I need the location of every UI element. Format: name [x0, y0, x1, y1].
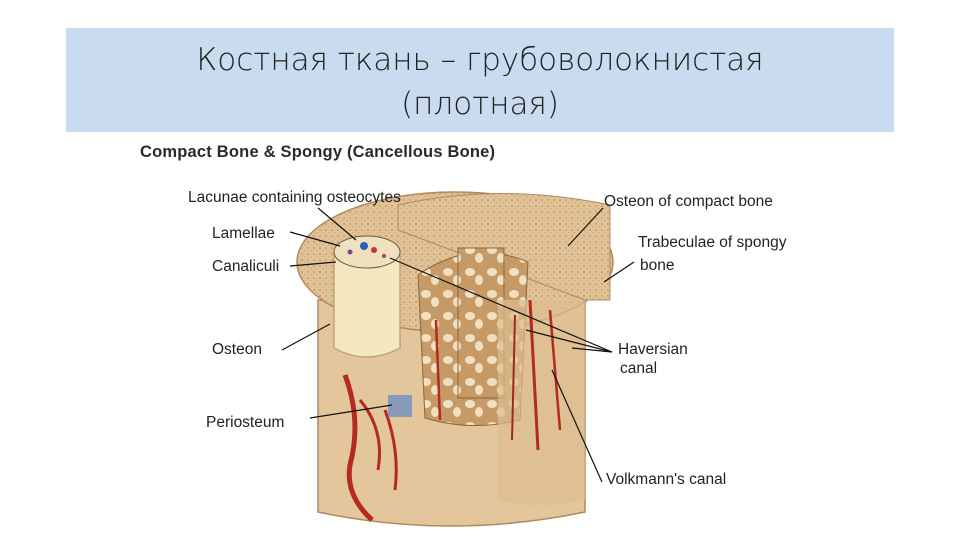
haversian-vein [360, 242, 368, 250]
periosteum-patch [388, 395, 412, 417]
label-haversian-line2: canal [620, 360, 658, 377]
label-periosteum: Periosteum [206, 414, 285, 431]
leader-lines [281, 207, 635, 483]
osteon-cylinder [333, 251, 401, 358]
cut-face [498, 300, 585, 505]
label-haversian-line1: Haversian [618, 341, 688, 358]
spongy-column [457, 247, 505, 399]
label-trabeculae-line2: bone [640, 257, 675, 274]
label-canaliculi: Canaliculi [212, 258, 280, 275]
bone-upper-section [397, 193, 611, 301]
label-volkmann: Volkmann's canal [606, 471, 727, 488]
title-band: Костная ткань – грубоволокнистая (плотна… [66, 28, 894, 132]
label-trabeculae-line1: Trabeculae of spongy [638, 234, 787, 251]
vessel-haversian [528, 299, 540, 451]
label-lamellae: Lamellae [212, 225, 275, 242]
vessel-left [342, 374, 374, 522]
label-osteon: Osteon [212, 341, 262, 358]
osteon-top [333, 235, 401, 269]
label-lacunae: Lacunae containing osteocytes [188, 189, 401, 206]
slide-title: Костная ткань – грубоволокнистая (плотна… [196, 42, 764, 122]
label-osteon-compact: Osteon of compact bone [604, 193, 773, 210]
haversian-artery [371, 247, 377, 253]
figure-title: Compact Bone & Spongy (Cancellous Bone) [140, 143, 496, 161]
